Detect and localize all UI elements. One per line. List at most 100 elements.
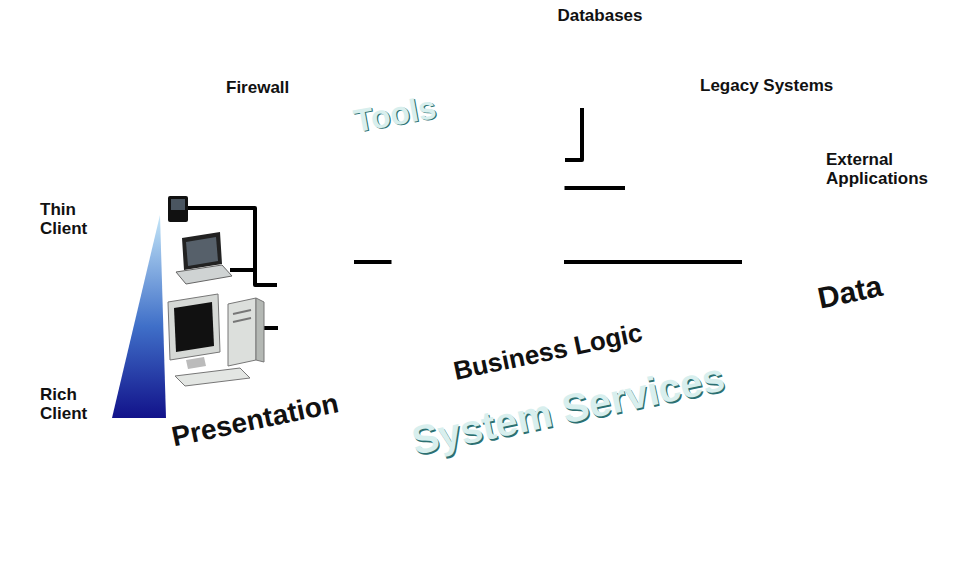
label-box: Thin Client — [40, 200, 96, 238]
business-logic-tier-region-outline-part — [486, 279, 506, 294]
database-cylinder-outline-part — [562, 32, 598, 107]
business-logic-tier-region-outline-part — [538, 187, 558, 202]
tier-title: Presentation — [169, 387, 341, 452]
business-logic-tier-region-outline-part — [424, 250, 444, 263]
network-wire — [564, 260, 742, 264]
client-illustration-part — [256, 298, 264, 362]
component-label: Legacy Systems — [700, 76, 833, 95]
client-illustration-part — [233, 318, 251, 322]
business-logic-tier-region-outline-part — [390, 128, 565, 165]
client-illustration-part — [171, 199, 185, 210]
business-logic-tier-region-outline-part — [486, 227, 506, 242]
tier-title: Data — [815, 269, 886, 315]
network-wire — [354, 260, 392, 264]
firewall-wall-outline-part — [320, 132, 352, 377]
business-logic-tier-region-outline-part — [538, 265, 558, 280]
legacy-system-server-outline-part — [695, 105, 700, 201]
database-cylinder-outline-part — [562, 68, 598, 73]
external-application-server-outline-part — [764, 209, 804, 219]
business-logic-tier-region-outline-part — [486, 305, 506, 320]
business-logic-tier-region-outline-part — [398, 298, 418, 311]
business-logic-tier-region-outline-part — [486, 253, 506, 268]
business-logic-tier-region-outline-part — [450, 255, 470, 268]
business-logic-tier-region-outline-part — [424, 302, 444, 315]
component-label: Databases — [548, 6, 652, 25]
data-tier-region-outline-part — [540, 110, 958, 350]
client-illustration-part — [112, 215, 166, 418]
external-application-server-outline-part — [764, 245, 804, 255]
data-tier-region-outline — [540, 108, 958, 352]
component-label: External Applications — [826, 150, 954, 188]
legacy-system-server-outline-part — [628, 108, 652, 210]
business-logic-tier-region-outline-part — [486, 175, 506, 190]
business-logic-tier-region-outline-part — [424, 276, 444, 289]
client-illustration-part — [182, 232, 222, 270]
business-logic-tier-region-outline-part — [398, 246, 418, 259]
business-logic-tier-region-outline-part — [538, 213, 558, 228]
band-title: Tools — [351, 90, 439, 140]
external-application-server-outline-part — [764, 233, 804, 243]
data-tier-region: Data — [540, 108, 958, 352]
system-services-band-outline-part — [100, 292, 958, 542]
business-logic-tier-region-outline-part — [398, 168, 418, 181]
tools-band-outline-part — [95, 38, 640, 201]
client-illustration-part — [228, 298, 256, 366]
external-application-server-outline-part — [764, 221, 804, 231]
network-wire — [565, 108, 582, 160]
tools-band: Tools — [95, 30, 650, 204]
business-logic-tier-region-outline-part — [450, 203, 470, 216]
firewall-wall-outline — [222, 76, 354, 382]
database-cylinder-outline-part — [562, 56, 598, 61]
business-logic-tier-region-outline-part — [424, 224, 444, 237]
business-logic-tier-region-outline-part — [390, 150, 478, 340]
business-logic-tier-region-outline-part — [330, 121, 680, 405]
firewall-wall-outline-part — [274, 132, 324, 368]
label-box: Rich Client — [40, 385, 96, 423]
business-logic-tier-region-outline-part — [538, 239, 558, 254]
business-logic-tier-region-outline-part — [538, 161, 558, 176]
network-wire — [565, 186, 626, 190]
database-cylinder-outline-part — [562, 92, 598, 97]
frame-background-part — [8, 3, 958, 561]
external-application-server-outline-part — [745, 142, 806, 158]
client-illustration-part — [186, 237, 218, 266]
client-illustration-part — [174, 302, 214, 352]
business-logic-tier-region-outline-part — [512, 298, 532, 313]
client-illustration-part — [168, 294, 220, 360]
external-application-server-outline-part — [764, 173, 804, 183]
external-application-server-outline-part — [762, 148, 806, 278]
firewall-wall: Firewall — [222, 76, 354, 382]
business-logic-tier-region-outline-part — [486, 201, 506, 216]
business-logic-tier-region-outline-part — [450, 177, 470, 190]
frame-background-part — [90, 136, 100, 542]
component-label: Firewall — [226, 78, 289, 97]
database-cylinder: Databases — [548, 4, 656, 108]
tools-band-outline-part — [640, 33, 648, 103]
client-illustration-part — [168, 196, 188, 222]
external-application-server-outline-part — [764, 185, 804, 195]
client-illustration-part — [186, 357, 206, 369]
business-logic-tier-region-outline-part — [398, 272, 418, 285]
external-application-server: External Applications — [742, 142, 958, 280]
business-logic-tier-region: Business Logic — [330, 119, 682, 407]
database-cylinder-outline-part — [562, 44, 598, 49]
external-application-server-outline-part — [764, 161, 804, 171]
presentation-tier-region-outline-part — [97, 158, 420, 472]
business-logic-tier-region-outline-part — [512, 246, 532, 261]
business-logic-tier-region-outline-part — [424, 172, 444, 185]
client-illustration-part — [176, 265, 232, 284]
firewall-wall-outline-part — [274, 131, 326, 150]
database-cylinder-outline-part — [562, 27, 598, 37]
business-logic-tier-region-outline-part — [424, 198, 444, 211]
system-services-band-outline-part — [100, 292, 958, 477]
client-illustration-part — [175, 368, 250, 386]
external-application-server-outline-part — [764, 197, 804, 207]
business-logic-tier-region-outline-part — [450, 281, 470, 294]
database-cylinder-outline-part — [562, 80, 598, 85]
business-logic-tier-region-outline-part — [390, 128, 565, 165]
business-logic-tier-region-outline-part — [478, 142, 565, 340]
business-logic-tier-region-outline-part — [512, 168, 532, 183]
business-logic-tier-region-outline-part — [512, 220, 532, 235]
